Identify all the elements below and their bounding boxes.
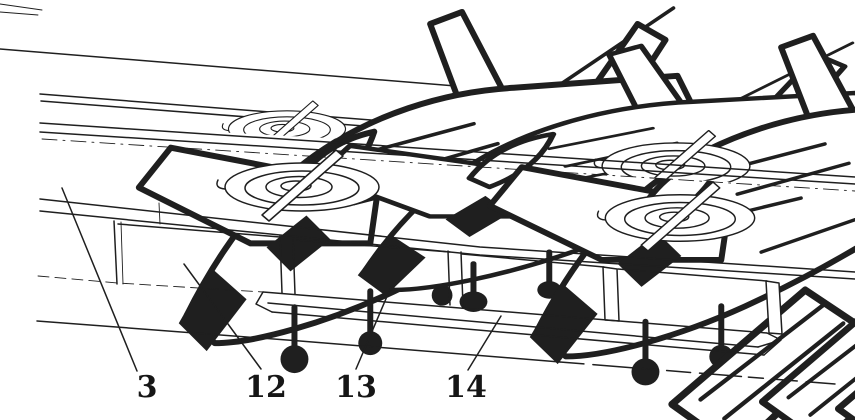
- leader-line-14: [467, 315, 502, 371]
- hangar-bay-3-top: [461, 253, 605, 268]
- hangar-pillar-2: [447, 250, 464, 307]
- leader-line-12: [183, 263, 262, 370]
- background-deck-strokes: [0, 3, 43, 16]
- hangar-sill-dashed-line: [37, 275, 264, 293]
- hangar-pillar-1: [279, 235, 296, 295]
- hangar-left-wall: [113, 220, 124, 285]
- reference-labels: 3 12 13 14: [137, 370, 487, 405]
- hangar-bay-1-top: [117, 223, 281, 238]
- mid-deck-edge-lines: [39, 122, 855, 192]
- hangar-pillar-3: [602, 266, 620, 322]
- reference-label-3: 3: [137, 370, 158, 405]
- reference-label-12: 12: [245, 370, 287, 405]
- leader-line-3: [61, 187, 138, 372]
- hangar-bay-4-top: [617, 268, 768, 282]
- hangar-ledge: [255, 291, 782, 356]
- hangar-end-wall: [765, 280, 783, 335]
- hangar-bays: [37, 220, 855, 420]
- leader-lines: [61, 187, 502, 372]
- reference-label-14: 14: [445, 370, 487, 405]
- hangar-bay-2-top: [296, 239, 451, 253]
- reference-label-13: 13: [335, 370, 377, 405]
- leader-line-13: [355, 286, 392, 370]
- hull-line: [36, 320, 836, 385]
